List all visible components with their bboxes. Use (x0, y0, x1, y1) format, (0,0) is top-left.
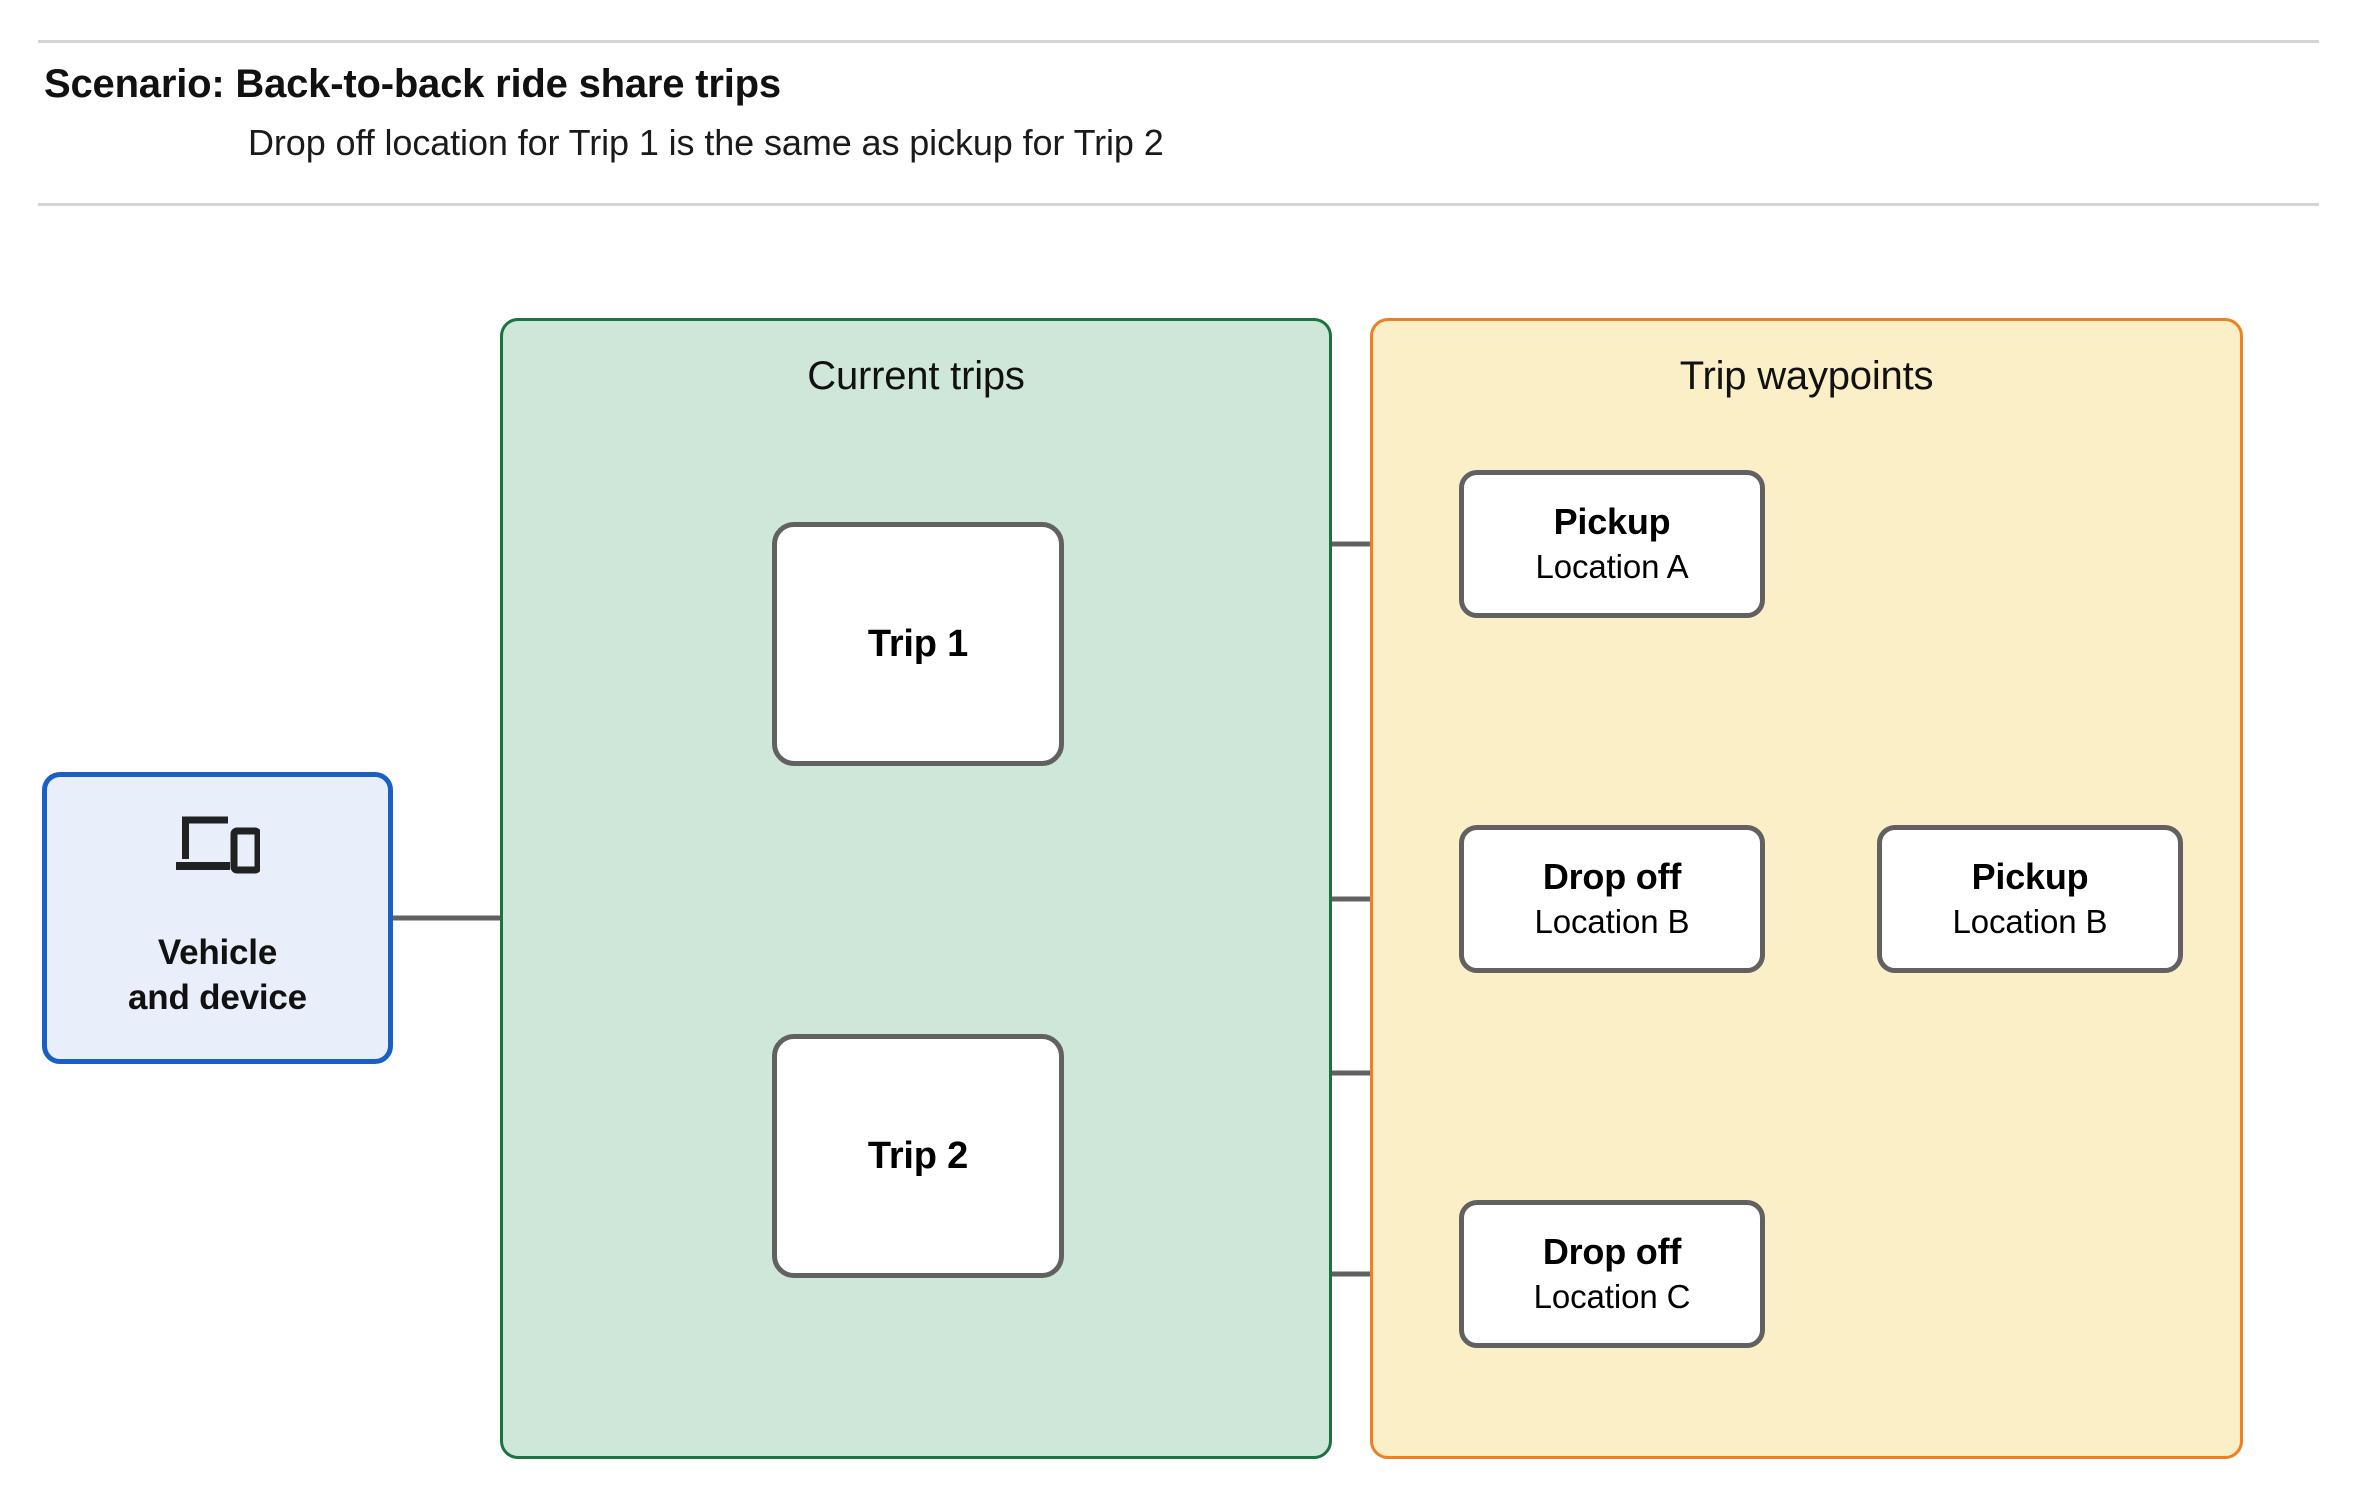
node-pickup-b-location: Location B (1952, 903, 2108, 941)
node-dropoff-b[interactable]: Drop off Location B (1459, 825, 1765, 973)
node-pickup-a[interactable]: Pickup Location A (1459, 470, 1765, 618)
node-dropoff-c-title: Drop off (1542, 1230, 1682, 1272)
node-pickup-b[interactable]: Pickup Location B (1877, 825, 2183, 973)
group-current-trips-title: Current trips (807, 354, 1025, 398)
node-dropoff-b-location: Location B (1534, 903, 1690, 941)
page-title: Scenario: Back-to-back ride share trips (44, 62, 781, 106)
node-pickup-a-title: Pickup (1553, 500, 1671, 542)
node-trip-1-title: Trip 1 (867, 622, 969, 665)
devices-icon (175, 816, 260, 874)
page-subtitle: Drop off location for Trip 1 is the same… (248, 122, 1164, 163)
node-dropoff-b-title: Drop off (1542, 855, 1682, 897)
node-dropoff-c-location: Location C (1533, 1278, 1691, 1316)
node-vehicle-and-device[interactable]: Vehicle and device (42, 772, 393, 1064)
header-divider-bottom (38, 203, 2319, 206)
node-trip-1[interactable]: Trip 1 (772, 522, 1064, 766)
node-pickup-a-location: Location A (1535, 548, 1689, 586)
node-dropoff-c[interactable]: Drop off Location C (1459, 1200, 1765, 1348)
vehicle-and-device-label: Vehicle and device (128, 933, 307, 1017)
node-trip-2[interactable]: Trip 2 (772, 1034, 1064, 1278)
node-pickup-b-title: Pickup (1971, 855, 2089, 897)
header-divider-top (38, 40, 2319, 43)
node-trip-2-title: Trip 2 (867, 1134, 969, 1177)
group-trip-waypoints-title: Trip waypoints (1679, 354, 1934, 398)
group-current-trips: Current trips (500, 318, 1332, 1459)
